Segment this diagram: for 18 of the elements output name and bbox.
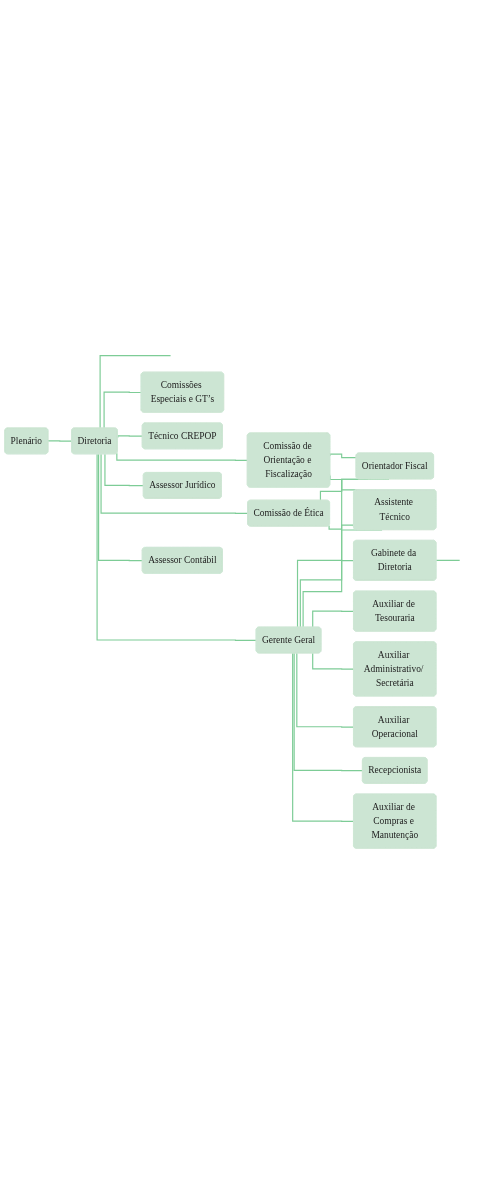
connector: [312, 610, 355, 628]
connector: [117, 435, 144, 439]
connector: [296, 652, 355, 728]
connector: [293, 652, 364, 772]
connector: [116, 452, 249, 461]
connector: [103, 391, 142, 429]
connector: [292, 652, 355, 823]
connector: [96, 453, 257, 641]
connector: [296, 559, 355, 628]
connector: [100, 453, 249, 515]
connector: [98, 453, 144, 562]
connector: [435, 559, 461, 562]
connector: [329, 453, 357, 459]
connector: [99, 355, 172, 429]
connector: [104, 453, 145, 487]
connector: [328, 524, 355, 530]
connector: [47, 440, 73, 442]
connector: [312, 652, 355, 670]
